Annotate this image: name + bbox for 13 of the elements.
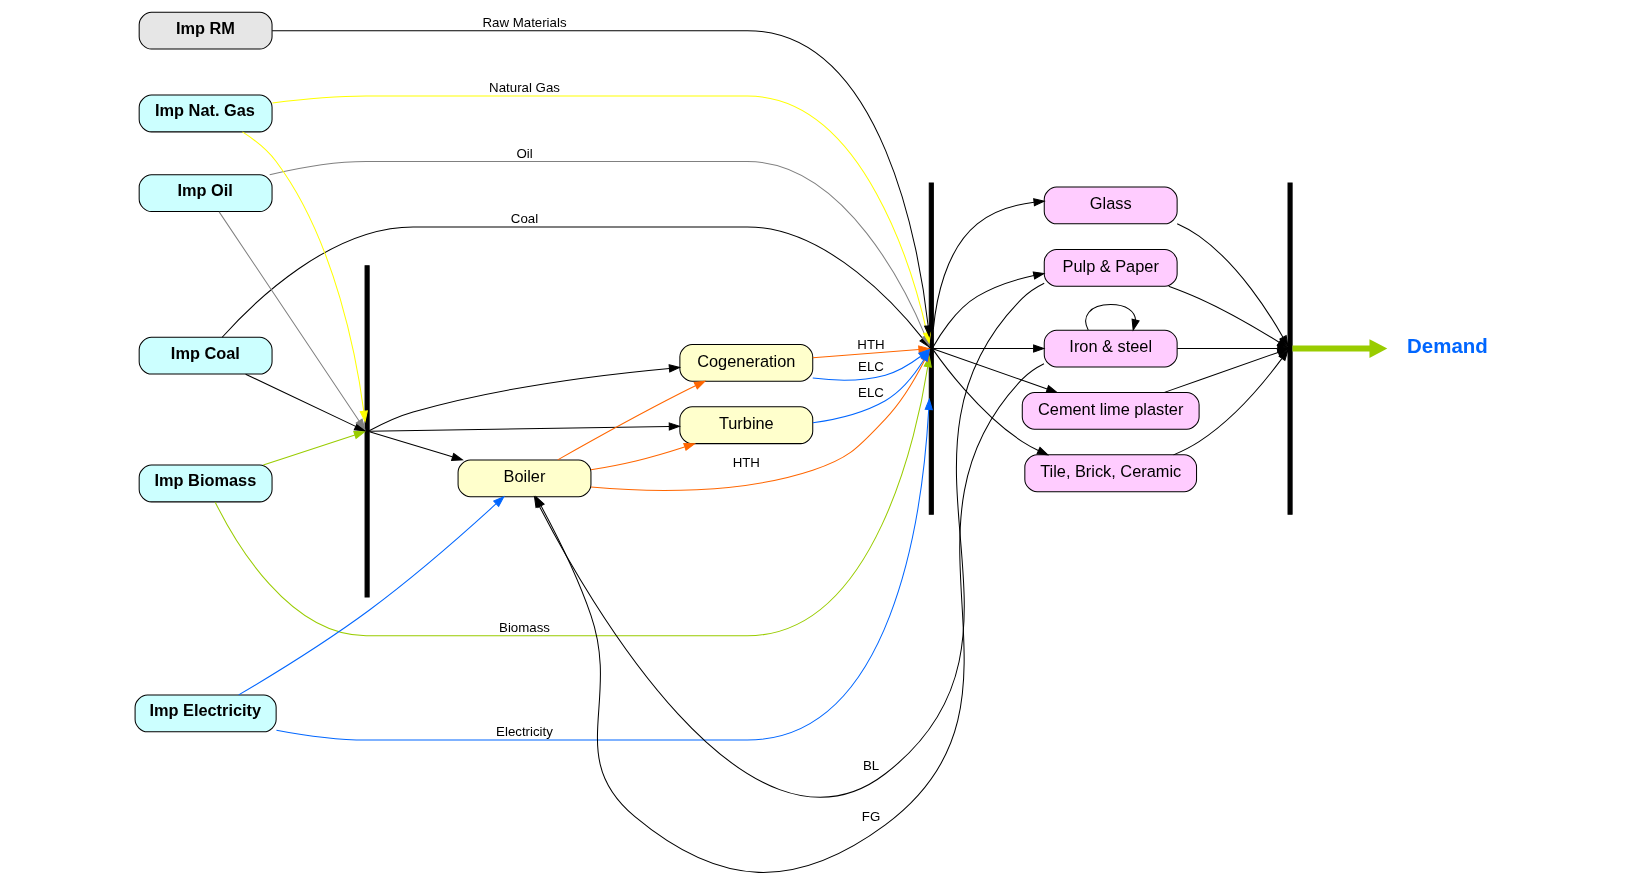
node-text: Demand xyxy=(1407,333,1488,357)
edge-label: ELC xyxy=(858,359,884,375)
edge-label: Biomass xyxy=(499,620,550,636)
edge-label: Coal xyxy=(510,211,539,227)
edge-label: HTH xyxy=(732,454,760,470)
edge-label: Oil xyxy=(516,145,533,161)
edge-label: BL xyxy=(862,758,880,774)
edge-label: HTH xyxy=(857,336,885,352)
edge-label: Natural Gas xyxy=(489,80,560,96)
edge-label: FG xyxy=(861,809,881,825)
edge-label: Electricity xyxy=(496,724,553,740)
edge-label: Raw Materials xyxy=(482,15,567,30)
edge-label: ELC xyxy=(858,385,884,401)
